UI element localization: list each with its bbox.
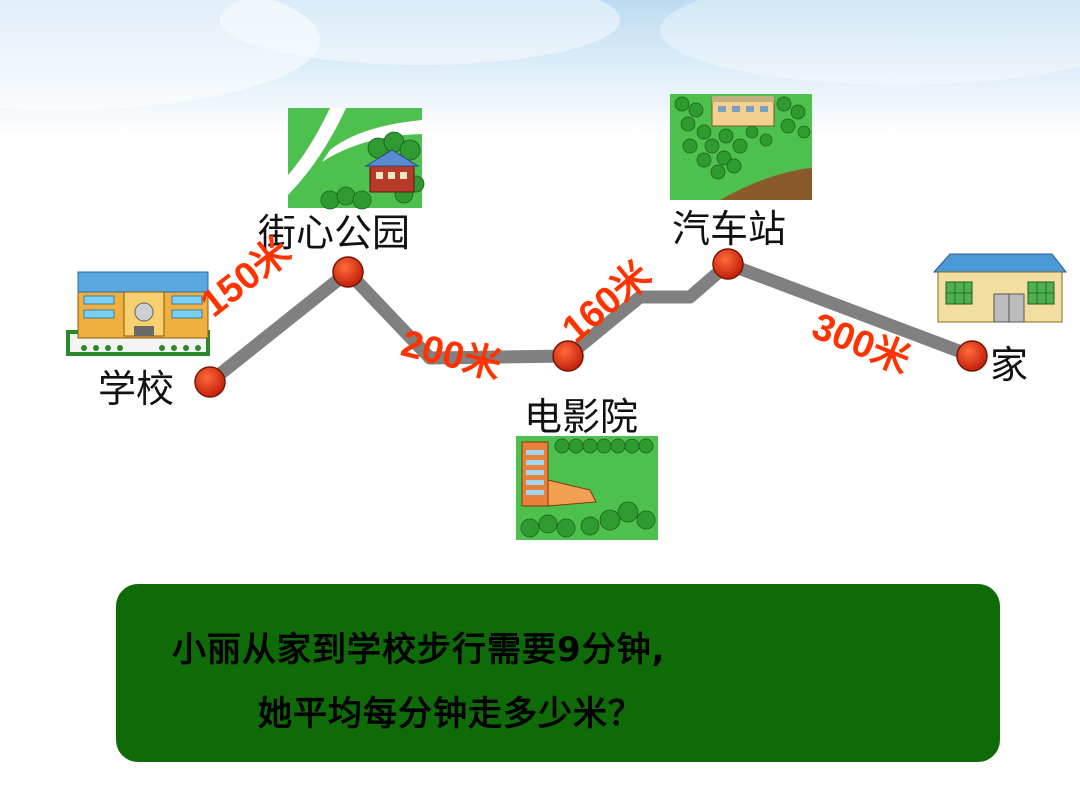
park-node [332, 256, 364, 288]
question-line-1: 小丽从家到学校步行需要9分钟, [172, 630, 666, 670]
home-illustration [932, 253, 1068, 323]
home-label: 家 [990, 343, 1029, 387]
station-label: 汽车站 [672, 207, 787, 251]
question-line-2: 她平均每分钟走多少米？ [258, 694, 643, 734]
home-node [956, 340, 988, 372]
cinema-label: 电影院 [524, 395, 639, 439]
park-label: 街心公园 [258, 211, 411, 255]
cinema-node [552, 340, 584, 372]
school-label: 学校 [98, 367, 175, 411]
park-illustration [288, 108, 425, 210]
station-node [712, 248, 744, 280]
school-illustration [66, 271, 210, 356]
school-node [194, 366, 226, 398]
sky-background [0, 0, 1080, 135]
question-box [116, 584, 1000, 762]
cinema-illustration [516, 436, 658, 540]
station-illustration [670, 94, 812, 200]
